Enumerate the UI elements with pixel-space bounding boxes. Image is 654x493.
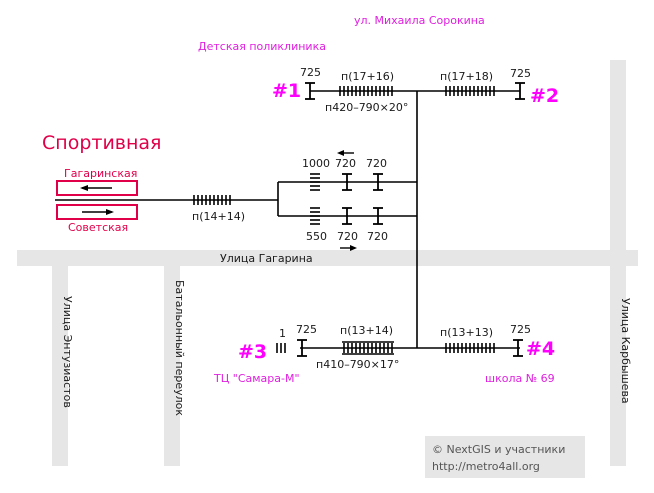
e4-dist: 725 bbox=[510, 323, 531, 336]
e3-one: 1 bbox=[279, 327, 286, 340]
bottom-d1: 550 bbox=[306, 230, 327, 243]
street-gagarina-label: Улица Гагарина bbox=[220, 252, 313, 265]
top-d3: 720 bbox=[366, 157, 387, 170]
lobby-stairs: п(14+14) bbox=[192, 210, 245, 223]
platform-bottom bbox=[56, 204, 138, 220]
top-d1: 1000 bbox=[302, 157, 330, 170]
top-d2: 720 bbox=[335, 157, 356, 170]
exit-3-label: #3 bbox=[238, 341, 267, 363]
stairs-top-vertical bbox=[310, 173, 320, 191]
e1-stairs: п(17+16) bbox=[341, 70, 394, 83]
credit-line-1: © NextGIS и участники bbox=[432, 443, 565, 456]
station-name: Спортивная bbox=[42, 132, 161, 154]
stairs-lobby bbox=[193, 195, 231, 205]
stairs-e2 bbox=[445, 86, 495, 96]
exit-2-label: #2 bbox=[530, 85, 559, 107]
school-label: школа № 69 bbox=[485, 372, 555, 385]
credit-box bbox=[425, 436, 585, 478]
street-entuziastov-label: Улица Энтузиастов bbox=[61, 296, 74, 408]
stairs-e4 bbox=[445, 343, 495, 353]
bottom-d2: 720 bbox=[337, 230, 358, 243]
platform-top bbox=[56, 180, 138, 196]
top-direction-arrowhead bbox=[337, 150, 344, 156]
street-entuziastov bbox=[52, 266, 68, 466]
street-batalonny-label: Батальонный переулок bbox=[173, 280, 186, 416]
e2-stairs: п(17+18) bbox=[440, 70, 493, 83]
e3-ramp: п410–790×17° bbox=[316, 358, 399, 371]
door-markers bbox=[297, 82, 525, 357]
street-gagarina bbox=[17, 250, 638, 266]
stairs-e1 bbox=[339, 86, 393, 96]
e1-dist: 725 bbox=[300, 66, 321, 79]
platform-top-arrowhead bbox=[80, 185, 88, 191]
platform-bottom-arrowhead bbox=[106, 209, 114, 215]
street-batalonny bbox=[164, 266, 180, 466]
stairs-e3-small bbox=[276, 343, 286, 353]
stairs-bottom-vertical bbox=[310, 207, 320, 225]
e2-dist: 725 bbox=[510, 67, 531, 80]
mall-label: ТЦ "Самара-М" bbox=[213, 372, 300, 385]
bottom-direction-arrowhead bbox=[350, 245, 357, 251]
e1-ramp: п420–790×20° bbox=[325, 101, 408, 114]
street-karbysheva bbox=[610, 60, 626, 466]
platform-bottom-label: Советская bbox=[68, 221, 128, 234]
e3-dist: 725 bbox=[296, 323, 317, 336]
platform-top-label: Гагаринская bbox=[64, 167, 137, 180]
stairs-e3 bbox=[343, 343, 393, 353]
e3-stairs: п(13+14) bbox=[340, 324, 393, 337]
e4-stairs: п(13+13) bbox=[440, 326, 493, 339]
clinic-label: Детская поликлиника bbox=[198, 40, 326, 53]
credit-line-2: http://metro4all.org bbox=[432, 460, 540, 473]
bottom-d3: 720 bbox=[367, 230, 388, 243]
top-street-label: ул. Михаила Сорокина bbox=[354, 14, 485, 27]
exit-1-label: #1 bbox=[272, 80, 301, 102]
street-karbysheva-label: Улица Карбышева bbox=[619, 298, 632, 404]
exit-4-label: #4 bbox=[526, 338, 555, 360]
